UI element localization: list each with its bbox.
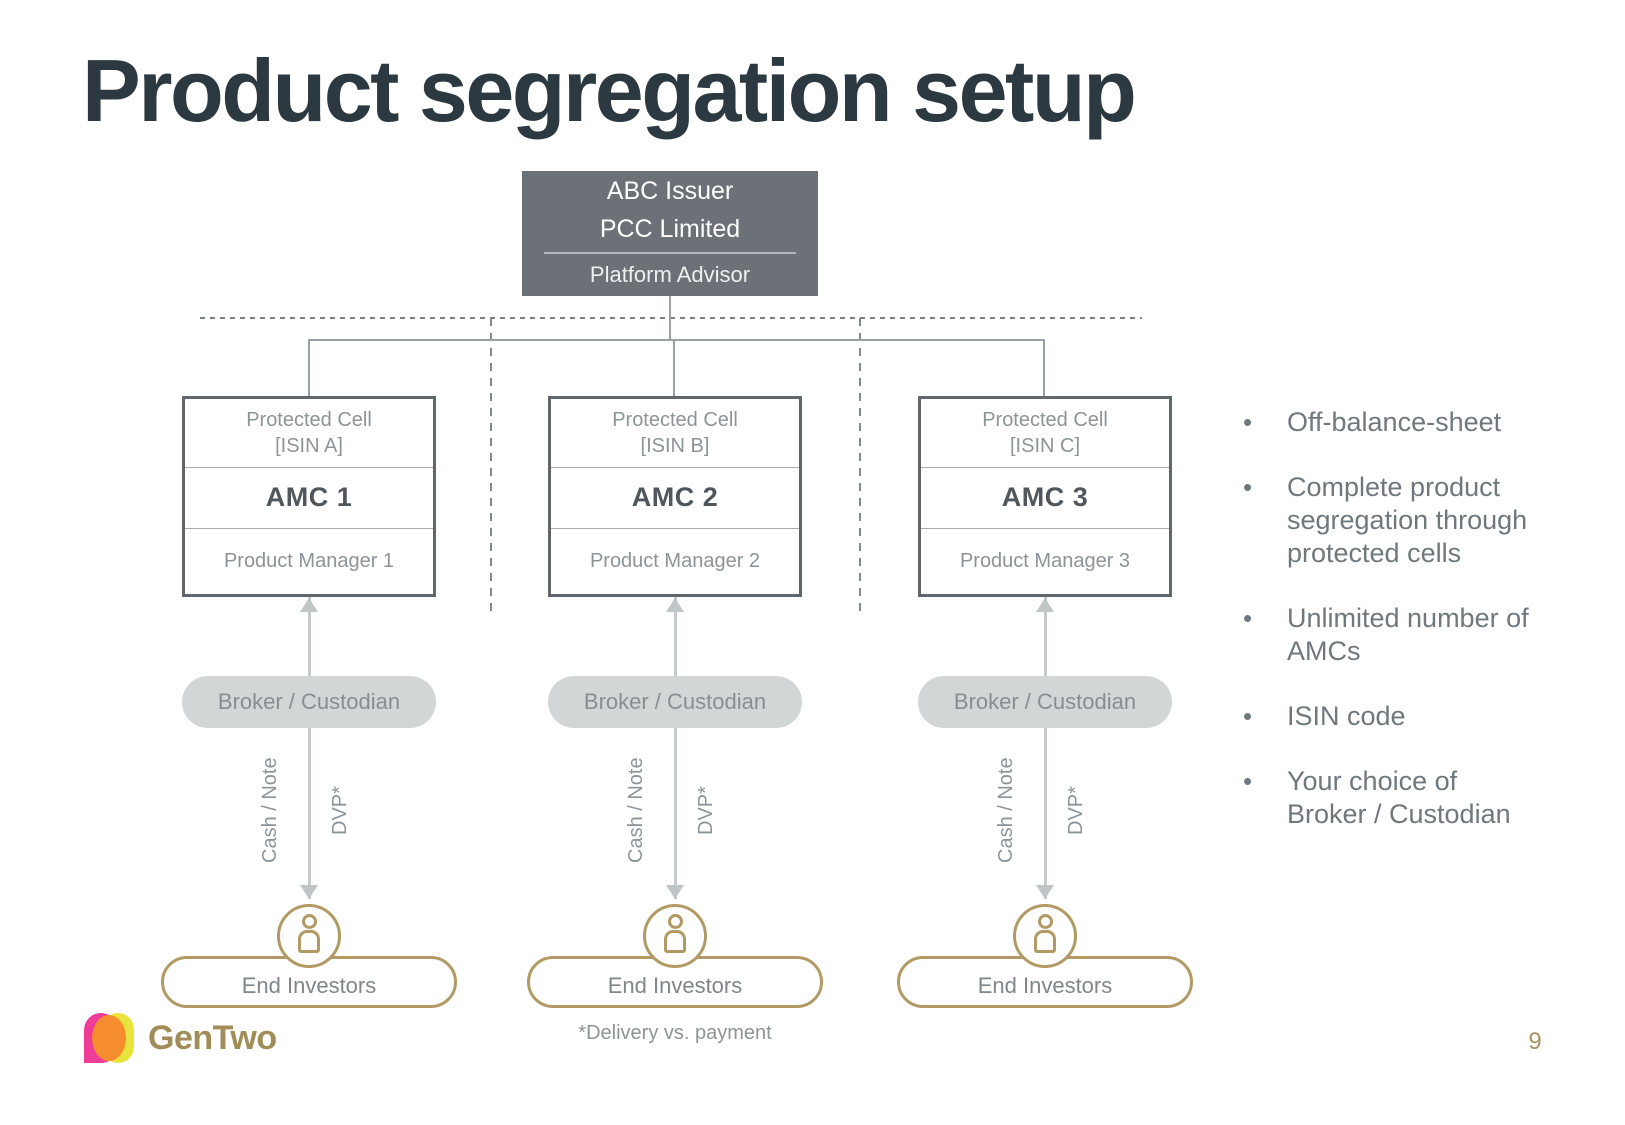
segregation-column-1: Protected Cell [ISIN A] AMC 1 Product Ma… (161, 396, 457, 1076)
amc-label: AMC 2 (631, 482, 719, 513)
benefit-text: Unlimited number of AMCs (1287, 603, 1529, 666)
dashed-separator-vertical (490, 318, 492, 612)
person-head (667, 914, 683, 929)
gentwo-logo-text: GenTwo (148, 1018, 277, 1057)
cell-title: Protected Cell (612, 409, 738, 432)
person-icon (1013, 904, 1077, 968)
bullet-icon: • (1243, 603, 1253, 633)
protected-cell-box: Protected Cell [ISIN B] AMC 2 Product Ma… (548, 396, 802, 597)
person-icon (277, 904, 341, 968)
issuer-box: ABC Issuer PCC Limited Platform Advisor (522, 171, 818, 296)
bullet-icon: • (1243, 701, 1253, 731)
broker-custodian-pill: Broker / Custodian (548, 676, 802, 728)
dashed-separator-horizontal (200, 317, 1142, 319)
connector-line (669, 296, 671, 340)
protected-cell-box: Protected Cell [ISIN A] AMC 1 Product Ma… (182, 396, 436, 597)
person-body (664, 930, 686, 953)
cell-title: Protected Cell (246, 409, 372, 432)
bullet-icon: • (1243, 472, 1253, 502)
issuer-name: ABC Issuer (606, 177, 734, 205)
person-head (301, 914, 317, 929)
arrow-up-icon (1036, 598, 1054, 612)
footnote: *Delivery vs. payment (578, 1022, 772, 1044)
amc-label: AMC 3 (1001, 482, 1089, 513)
cell-header: Protected Cell [ISIN B] (551, 399, 799, 467)
logo-orange-shape (92, 1015, 126, 1061)
connector-line (673, 339, 675, 397)
benefits-list: • Off-balance-sheet • Complete product s… (1243, 406, 1583, 863)
person-head (1037, 914, 1053, 929)
amc-label: AMC 1 (265, 482, 353, 513)
bullet-icon: • (1243, 766, 1253, 796)
arrow-down-icon (1036, 885, 1054, 899)
dvp-label: DVP* (1065, 786, 1087, 835)
flow-line (674, 597, 677, 899)
cell-amc-row: AMC 3 (921, 467, 1169, 529)
list-item: • Complete product segregation through p… (1243, 471, 1583, 570)
end-investors-pill: End Investors (897, 956, 1193, 1008)
end-investors-label: End Investors (607, 973, 743, 998)
segregation-column-3: Protected Cell [ISIN C] AMC 3 Product Ma… (897, 396, 1193, 1076)
cash-note-label: Cash / Note (259, 757, 281, 864)
list-item: • Unlimited number of AMCs (1243, 602, 1583, 668)
cell-manager-row: Product Manager 2 (551, 529, 799, 594)
arrow-up-icon (666, 598, 684, 612)
broker-custodian-label: Broker / Custodian (953, 689, 1137, 714)
cell-title: Protected Cell (982, 409, 1108, 432)
cell-isin: [ISIN A] (275, 435, 343, 458)
gentwo-logo-icon (84, 1012, 134, 1064)
broker-custodian-label: Broker / Custodian (217, 689, 401, 714)
product-manager-label: Product Manager 2 (589, 549, 761, 572)
arrow-down-icon (666, 885, 684, 899)
cell-manager-row: Product Manager 1 (185, 529, 433, 594)
product-manager-label: Product Manager 1 (223, 549, 395, 572)
product-manager-label: Product Manager 3 (959, 549, 1131, 572)
list-item: • ISIN code (1243, 700, 1583, 733)
cell-isin: [ISIN B] (640, 435, 710, 458)
person-body (1034, 930, 1056, 953)
page-title: Product segregation setup (82, 41, 1137, 140)
cell-isin: [ISIN C] (1009, 435, 1080, 458)
list-item: • Your choice of Broker / Custodian (1243, 765, 1583, 831)
protected-cell-box: Protected Cell [ISIN C] AMC 3 Product Ma… (918, 396, 1172, 597)
benefit-text: Your choice of Broker / Custodian (1287, 766, 1511, 829)
benefit-text: Complete product segregation through pro… (1287, 472, 1528, 568)
issuer-advisor: Platform Advisor (589, 262, 751, 287)
flow-line (1044, 597, 1047, 899)
person-icon (643, 904, 707, 968)
segregation-column-2: Protected Cell [ISIN B] AMC 2 Product Ma… (527, 396, 823, 1076)
cell-amc-row: AMC 1 (185, 467, 433, 529)
connector-line (1043, 339, 1045, 397)
connector-line (308, 339, 1045, 341)
arrow-up-icon (300, 598, 318, 612)
cell-header: Protected Cell [ISIN C] (921, 399, 1169, 467)
bullet-icon: • (1243, 407, 1253, 437)
broker-custodian-pill: Broker / Custodian (918, 676, 1172, 728)
benefit-text: Off-balance-sheet (1287, 407, 1502, 437)
person-body (298, 930, 320, 953)
end-investors-label: End Investors (977, 973, 1113, 998)
cell-amc-row: AMC 2 (551, 467, 799, 529)
arrow-down-icon (300, 885, 318, 899)
dvp-label: DVP* (329, 786, 351, 835)
dvp-label: DVP* (695, 786, 717, 835)
flow-line (308, 597, 311, 899)
end-investors-label: End Investors (241, 973, 377, 998)
cell-header: Protected Cell [ISIN A] (185, 399, 433, 467)
benefit-text: ISIN code (1287, 701, 1406, 731)
cash-note-label: Cash / Note (995, 757, 1017, 864)
issuer-divider (544, 252, 796, 254)
cash-note-label: Cash / Note (625, 757, 647, 864)
dashed-separator-vertical (859, 318, 861, 612)
connector-line (308, 339, 310, 397)
issuer-company: PCC Limited (599, 215, 741, 243)
page-number: 9 (1528, 1028, 1542, 1055)
broker-custodian-pill: Broker / Custodian (182, 676, 436, 728)
cell-manager-row: Product Manager 3 (921, 529, 1169, 594)
gentwo-logo: GenTwo (84, 1012, 277, 1064)
list-item: • Off-balance-sheet (1243, 406, 1583, 439)
broker-custodian-label: Broker / Custodian (583, 689, 767, 714)
